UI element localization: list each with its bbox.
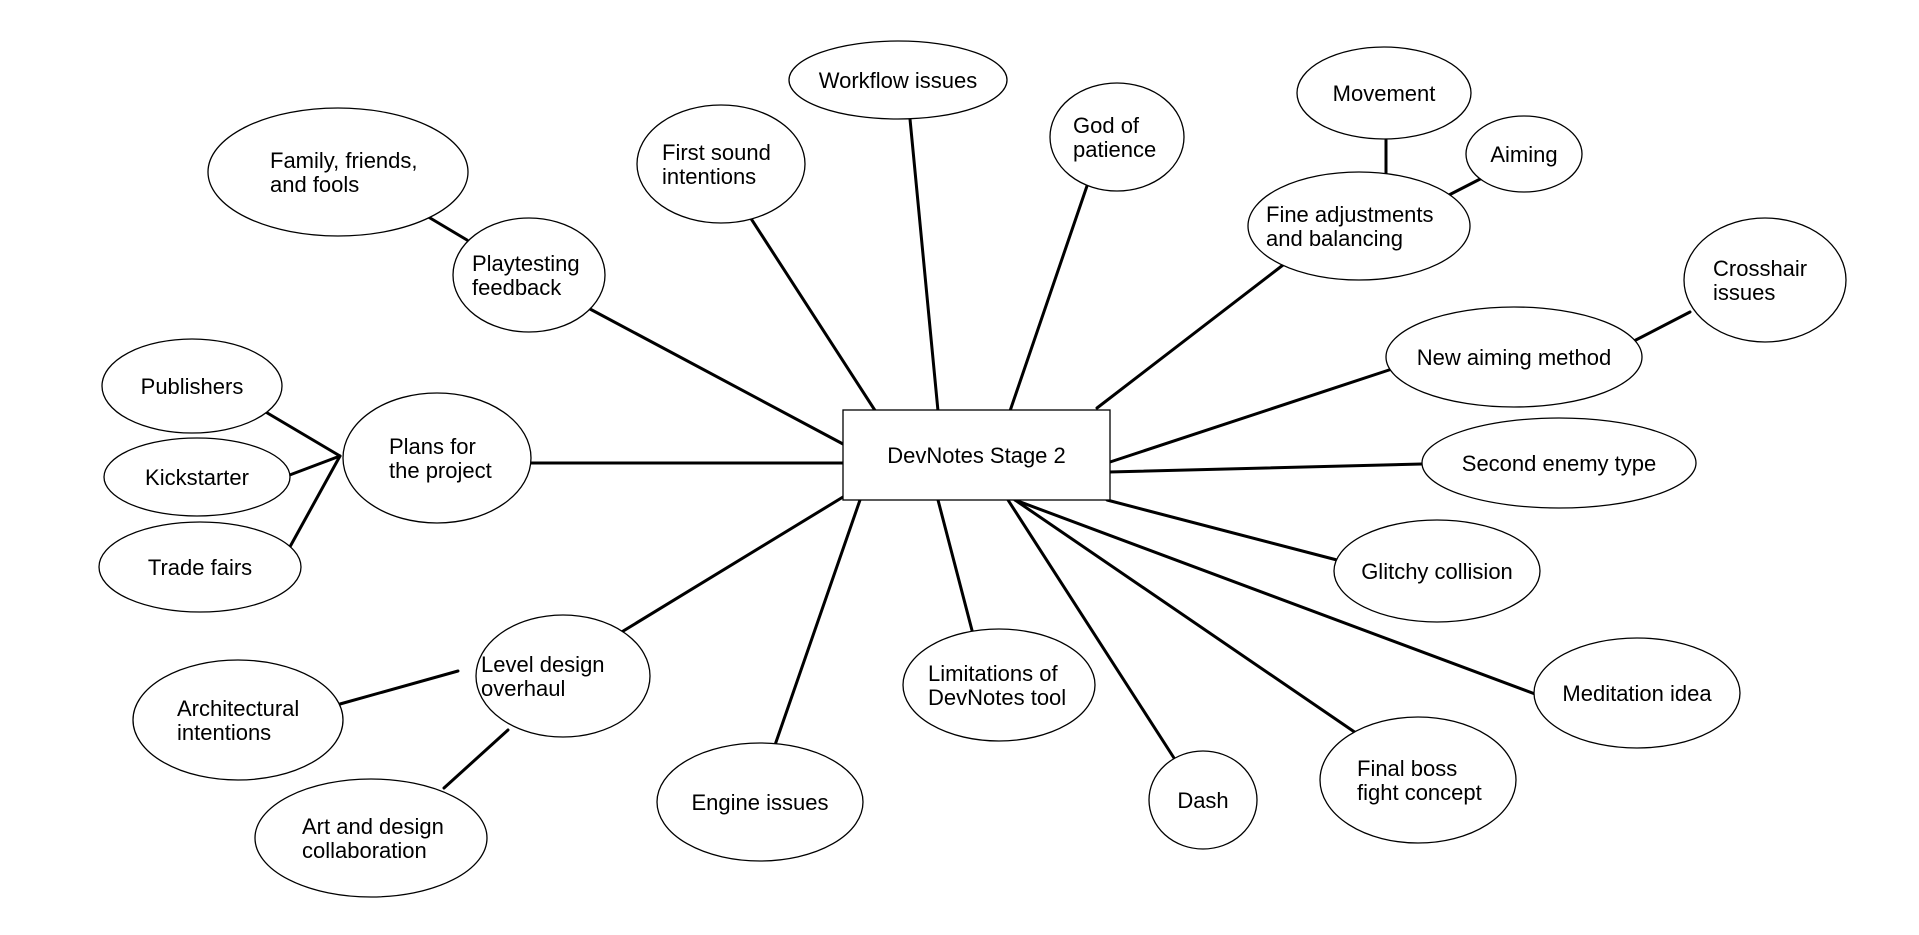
topic-ellipse-crosshair [1683,217,1847,343]
connector-new-aiming-to-crosshair [1628,310,1692,345]
topic-label-glitchy: Glitchy collision [1361,559,1513,584]
topic-node-family: Family, friends,and fools [207,107,469,237]
connector-center-to-first-sound [748,215,878,414]
topic-ellipse-fine-adjust [1247,171,1471,281]
topic-node-trade-fairs: Trade fairs [98,521,302,613]
topic-ellipse-aiming [1465,115,1583,193]
topic-ellipse-architectural [132,659,344,781]
connector-plans-to-trade-fairs [284,454,342,556]
connector-center-to-final-boss [1013,498,1358,735]
connector-center-to-fine-adjust [1095,263,1285,410]
topic-ellipse-final-boss [1319,716,1517,844]
topic-nodes: DevNotes Stage 2 Family, friends,and fool… [98,40,1847,898]
topic-node-movement: Movement [1296,46,1472,140]
connector-center-to-dash [1006,498,1176,760]
topic-ellipse-limitations [902,628,1096,742]
topic-label-aiming: Aiming [1490,142,1557,167]
topic-label-trade-fairs: Trade fairs [148,555,252,580]
topic-ellipse-first-sound [636,104,806,224]
topic-label-workflow: Workflow issues [819,68,978,93]
topic-ellipse-dash [1148,750,1258,850]
topic-node-dash: Dash [1148,750,1258,850]
topic-node-workflow: Workflow issues [788,40,1008,120]
topic-label-second-enemy: Second enemy type [1462,451,1656,476]
topic-node-second-enemy: Second enemy type [1421,417,1697,509]
central-topic-box [842,409,1111,501]
connector-center-to-second-enemy [1107,462,1424,474]
topic-label-meditation: Meditation idea [1562,681,1712,706]
topic-ellipse-family [207,107,469,237]
connector-center-to-limitations [936,498,976,640]
topic-ellipse-new-aiming [1385,306,1643,408]
topic-ellipse-glitchy [1333,519,1541,623]
topic-label-family: Family, friends,and fools [270,148,418,197]
connector-center-to-glitchy [1105,498,1339,562]
topic-label-publishers: Publishers [141,374,244,399]
topic-ellipse-movement [1296,46,1472,140]
topic-ellipse-second-enemy [1421,417,1697,509]
topic-ellipse-kickstarter [103,437,291,517]
connector-center-to-god-patience [1008,181,1090,413]
topic-label-new-aiming: New aiming method [1417,345,1611,370]
topic-ellipse-trade-fairs [98,521,302,613]
topic-ellipse-plans [342,392,532,524]
topic-ellipse-publishers [101,338,283,434]
topic-ellipse-art-design [254,778,488,898]
topic-node-aiming: Aiming [1465,115,1583,193]
connector-level-design-to-art-design [442,728,510,790]
topic-label-movement: Movement [1333,81,1436,106]
connector-center-to-level-design [613,495,845,638]
topic-ellipse-meditation [1533,637,1741,749]
topic-ellipse-engine [656,742,864,862]
topic-label-engine: Engine issues [692,790,829,815]
connector-center-to-new-aiming [1105,367,1394,465]
connector-center-to-meditation [1013,498,1537,696]
topic-node-meditation: Meditation idea [1533,637,1741,749]
topic-node-new-aiming: New aiming method [1385,306,1643,408]
topic-ellipse-workflow [788,40,1008,120]
topic-ellipse-playtesting [452,217,606,333]
central-topic-node: DevNotes Stage 2 [842,409,1111,501]
connector-center-to-workflow [908,117,940,413]
central-topic-label: DevNotes Stage 2 [887,443,1066,468]
topic-ellipse-god-patience [1049,82,1185,192]
connector-center-to-engine [773,498,862,747]
connector-plans-to-kickstarter [285,454,342,478]
topic-label-dash: Dash [1177,788,1228,813]
connector-level-design-to-architectural [338,669,460,706]
topic-node-engine: Engine issues [656,742,864,862]
topic-node-publishers: Publishers [101,338,283,434]
connector-plans-to-publishers [262,409,342,458]
topic-node-glitchy: Glitchy collision [1333,519,1541,623]
connector-center-to-playtesting [588,307,845,446]
connector-lines [262,117,1692,790]
topic-label-kickstarter: Kickstarter [145,465,249,490]
topic-ellipse-level-design [475,614,651,738]
topic-node-kickstarter: Kickstarter [103,437,291,517]
